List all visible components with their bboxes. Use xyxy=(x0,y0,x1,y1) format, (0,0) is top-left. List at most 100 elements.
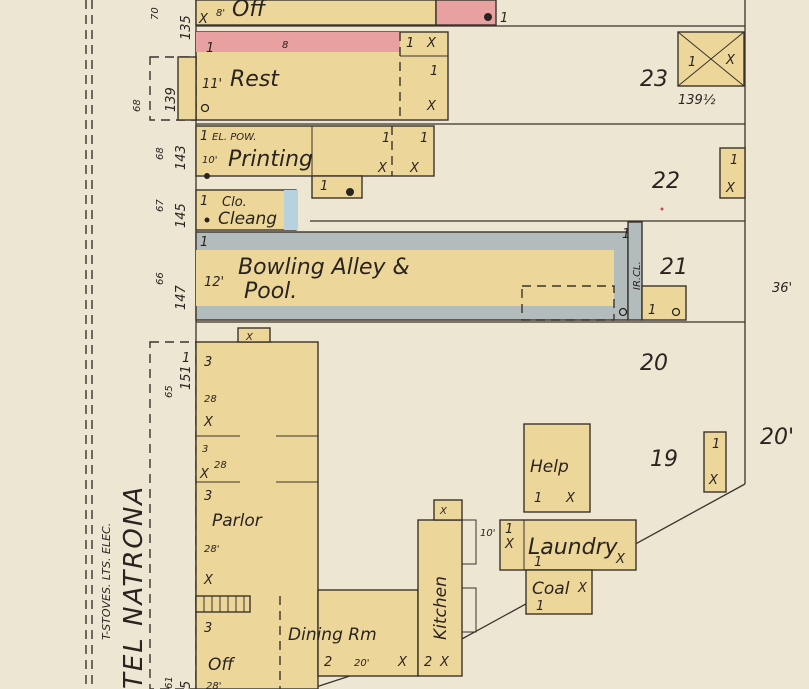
label-rest: Rest xyxy=(230,67,280,92)
mark-x: X xyxy=(565,491,576,506)
mark-x: X xyxy=(577,581,588,596)
mark-one: 1 xyxy=(182,351,190,366)
mark-twentyeight: 28 xyxy=(214,460,227,471)
label-ten-prime: 10' xyxy=(480,528,495,539)
mark-twentyeight: 28 xyxy=(204,394,217,405)
mark-x: X xyxy=(439,655,450,670)
building-kitchen xyxy=(417,519,463,677)
mark-three: 3 xyxy=(204,489,212,504)
building-coal-shed xyxy=(525,569,593,615)
building-cleaning-blue xyxy=(284,190,298,230)
mark-x: X xyxy=(203,415,214,430)
mark-two: 2 xyxy=(424,655,432,670)
mark-one: 1 xyxy=(712,437,720,452)
label-kitchen: Kitchen xyxy=(431,576,451,640)
hydrant-dot xyxy=(204,173,210,179)
mark-two-lines: 1 xyxy=(500,11,508,26)
hydrant-dot xyxy=(484,13,492,21)
mark-one: 1 xyxy=(534,491,542,506)
dimension-20: 20' xyxy=(760,425,794,450)
label-off-bottom: Off xyxy=(208,655,235,675)
mark-one: 1 xyxy=(320,179,328,194)
lot-20: 20 xyxy=(640,351,668,376)
building-restaurant-brick xyxy=(196,32,400,52)
mark-one: 1 xyxy=(420,131,428,146)
address-147: 147 xyxy=(174,284,189,310)
building-brick-corner xyxy=(435,0,497,26)
mark-one: 1 xyxy=(505,522,513,537)
dimension-36: 36' xyxy=(772,281,792,296)
label-off-top: Off xyxy=(232,0,267,22)
building-shed-19 xyxy=(703,431,727,493)
building-kitchen-annex xyxy=(433,499,463,521)
mark-one: 1 xyxy=(206,41,214,56)
mark-two: 2 xyxy=(324,655,332,670)
label-bowling-line2: Pool. xyxy=(244,279,297,304)
mark-x: X xyxy=(409,161,420,176)
mark-three: 3 xyxy=(204,621,212,636)
building-office-top xyxy=(195,0,437,26)
address-68: 68 xyxy=(155,147,166,160)
address-139: 139 xyxy=(164,87,179,112)
mark-x: X xyxy=(615,552,626,567)
address-151: 151 xyxy=(179,365,194,390)
mark-one: 1 xyxy=(688,55,696,70)
mark-one: 1 xyxy=(200,129,208,144)
lot-22: 22 xyxy=(652,169,680,194)
mark-twentyeight-prime: 28' xyxy=(206,681,221,689)
mark-three: 3 xyxy=(202,444,208,455)
label-cleang: Cleang xyxy=(218,209,277,229)
mark-one: 1 xyxy=(382,131,390,146)
mark-x: X xyxy=(397,655,408,670)
mark-x: X xyxy=(725,53,736,68)
building-printing xyxy=(195,125,435,177)
address-61: 61 xyxy=(164,676,175,689)
lot-23: 23 xyxy=(640,67,668,92)
label-bowling-line1: Bowling Alley & xyxy=(238,255,410,280)
mark-x: X xyxy=(426,99,437,114)
mark-one: 1 xyxy=(534,555,542,570)
porch-outline xyxy=(521,285,615,321)
mark-one: 1 xyxy=(430,64,438,79)
mark-one: 1 xyxy=(406,36,414,51)
address-65: 65 xyxy=(164,385,175,398)
mark-one: 1 xyxy=(648,303,656,318)
label-el-pow: EL. POW. xyxy=(212,132,256,143)
label-ten: 10' xyxy=(202,155,217,166)
label-dining: Dining Rm xyxy=(288,625,377,645)
shed-cross xyxy=(677,31,745,87)
label-coal: Coal xyxy=(532,579,570,599)
fire-alarm-circle xyxy=(618,307,628,317)
label-eight-prime: 8' xyxy=(216,8,225,19)
mark-one: 1 xyxy=(730,153,738,168)
dot-mark xyxy=(660,207,664,211)
mark-x: X xyxy=(203,573,214,588)
building-help-quarters xyxy=(523,423,591,513)
mark-x: X xyxy=(245,332,254,343)
fire-alarm-circle xyxy=(671,307,681,317)
mark-x: X xyxy=(198,12,209,27)
building-shed-22 xyxy=(719,147,746,199)
mark-x: X xyxy=(426,36,437,51)
building-hotel-natrona xyxy=(195,341,319,689)
label-twelve: 12' xyxy=(204,275,224,290)
address-66: 66 xyxy=(155,272,166,285)
address-143: 143 xyxy=(174,145,189,170)
porch-outline xyxy=(149,341,197,689)
address-67: 67 xyxy=(155,199,166,212)
building-dining-room xyxy=(317,589,419,677)
address-145: 145 xyxy=(174,203,189,228)
lot-19: 19 xyxy=(650,447,678,472)
mark-x: X xyxy=(199,467,210,482)
stair-rear xyxy=(461,519,477,565)
mark-x: X xyxy=(377,161,388,176)
mark-three: 3 xyxy=(204,355,212,370)
label-eight: 8 xyxy=(282,40,288,51)
building-laundry xyxy=(499,519,637,571)
mark-one: 1 xyxy=(536,599,544,614)
mark-x: X xyxy=(504,537,515,552)
label-laundry: Laundry xyxy=(528,535,619,560)
street-label-natrona: TEL NATRONA xyxy=(119,485,149,689)
address-69: 68 xyxy=(132,99,143,112)
lot-21: 21 xyxy=(660,255,688,280)
